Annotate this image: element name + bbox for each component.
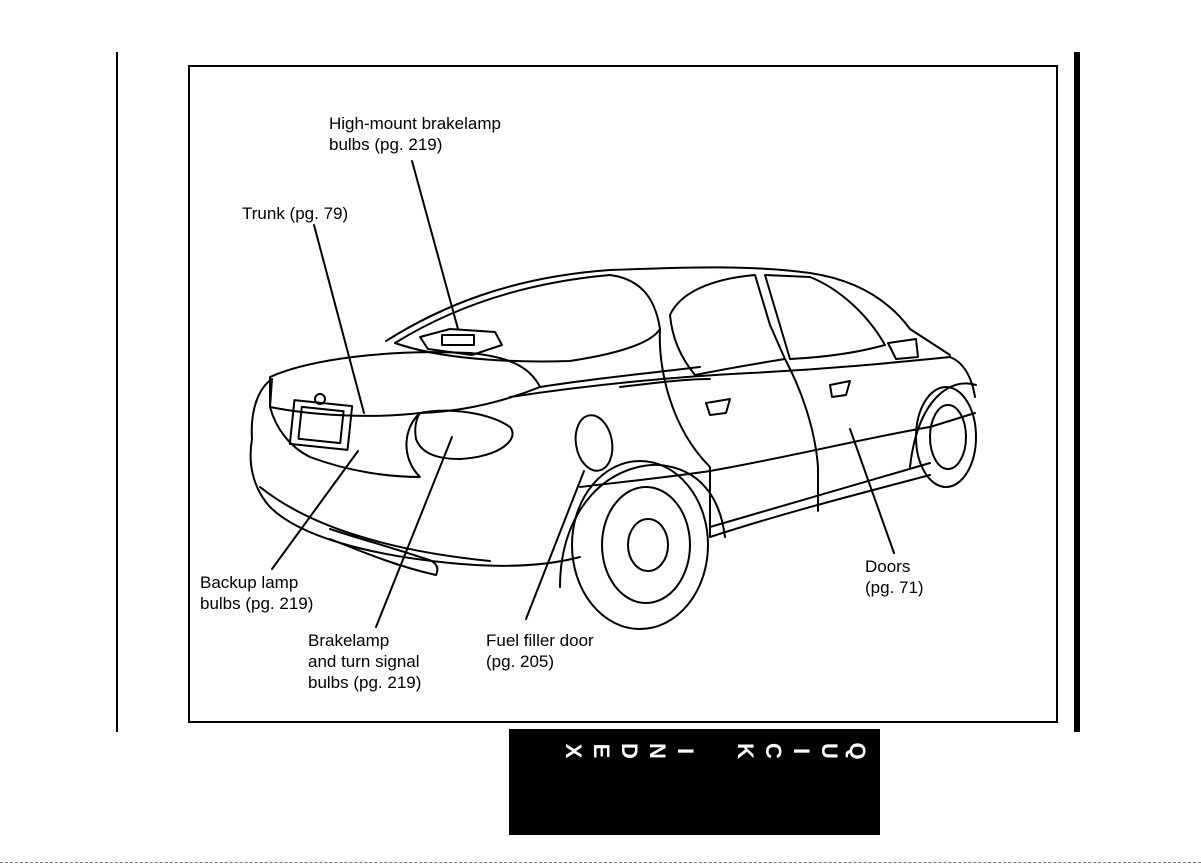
rear-door-window (670, 275, 785, 375)
tail-lamp (415, 411, 512, 459)
leader-high-mount (412, 161, 458, 329)
rear-rim (602, 487, 690, 603)
body-side-bottom (580, 413, 975, 487)
leader-trunk (314, 225, 364, 413)
tab-letter-d: D (617, 739, 641, 763)
rear-hub (628, 519, 668, 571)
car-roofline (386, 267, 950, 355)
callout-fuel-filler-door: Fuel filler door (pg. 205) (486, 630, 594, 672)
tab-letter-i2: I (673, 739, 697, 763)
side-molding (710, 463, 930, 527)
front-wheel-arch (910, 383, 976, 467)
left-margin-rule (116, 52, 118, 732)
high-mount-lamp-lens (442, 335, 474, 345)
trunk-lid (270, 352, 540, 416)
leader-fuel (526, 471, 584, 619)
rear-window (395, 275, 660, 361)
car-rear-illustration (190, 67, 1056, 721)
leader-doors (850, 429, 894, 553)
leader-brakelamp (376, 437, 452, 627)
door-seam-front (785, 359, 818, 511)
rear-door-handle (706, 399, 730, 415)
rear-body (252, 379, 420, 477)
callout-trunk: Trunk (pg. 79) (242, 203, 348, 224)
rear-wheel-arch (560, 465, 725, 587)
leader-backup (272, 451, 358, 569)
rocker-panel (710, 475, 930, 537)
callout-doors: Doors (pg. 71) (865, 556, 924, 598)
callout-backup-lamp: Backup lamp bulbs (pg. 219) (200, 572, 313, 614)
rear-bumper (251, 439, 580, 566)
side-mirror (888, 339, 918, 359)
fuel-filler-door (571, 412, 616, 473)
tab-letter-x: X (561, 739, 585, 763)
quick-index-letters: Q U I C K I N D E X (509, 739, 880, 763)
right-margin-rule (1074, 52, 1080, 732)
rear-tire (572, 461, 708, 629)
quick-index-tab: Q U I C K I N D E X (509, 729, 880, 835)
callout-brakelamp-turn-signal: Brakelamp and turn signal bulbs (pg. 219… (308, 630, 421, 693)
front-rim (930, 405, 966, 469)
front-door-window (765, 275, 885, 359)
body-side-top (510, 357, 975, 397)
bottom-page-edge (0, 862, 1201, 863)
tab-letter-c: C (761, 739, 785, 763)
tab-letter-e: E (589, 739, 613, 763)
tab-letter-k: K (733, 739, 757, 763)
illustration-frame: High-mount brakelamp bulbs (pg. 219) Tru… (188, 65, 1058, 723)
tab-letter-i: I (789, 739, 813, 763)
front-door-handle (830, 381, 850, 397)
high-mount-lamp-housing (420, 329, 502, 355)
tab-letter-n: N (645, 739, 669, 763)
callout-high-mount-brakelamp: High-mount brakelamp bulbs (pg. 219) (329, 113, 501, 155)
tab-letter-q: Q (845, 739, 869, 763)
tab-letter-u: U (817, 739, 841, 763)
